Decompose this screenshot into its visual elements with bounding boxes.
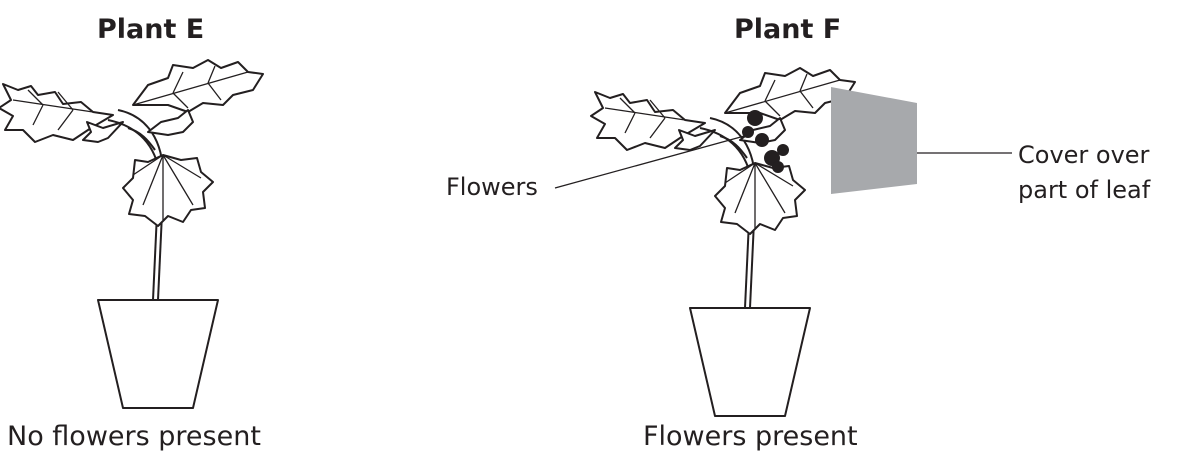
- leaf-cover: [831, 87, 917, 194]
- plant-f-drawing: [555, 68, 1012, 416]
- plant-e-caption: No flowers present: [7, 421, 261, 452]
- plant-e-drawing: [0, 60, 263, 408]
- plant-f-caption: Flowers present: [643, 421, 858, 452]
- plant-e-title: Plant E: [97, 14, 204, 45]
- cover-label-line-1: Cover over: [1018, 141, 1149, 169]
- cover-label-line-2: part of leaf: [1018, 176, 1150, 204]
- flowers-label: Flowers: [446, 173, 538, 201]
- plant-f-title: Plant F: [734, 14, 841, 45]
